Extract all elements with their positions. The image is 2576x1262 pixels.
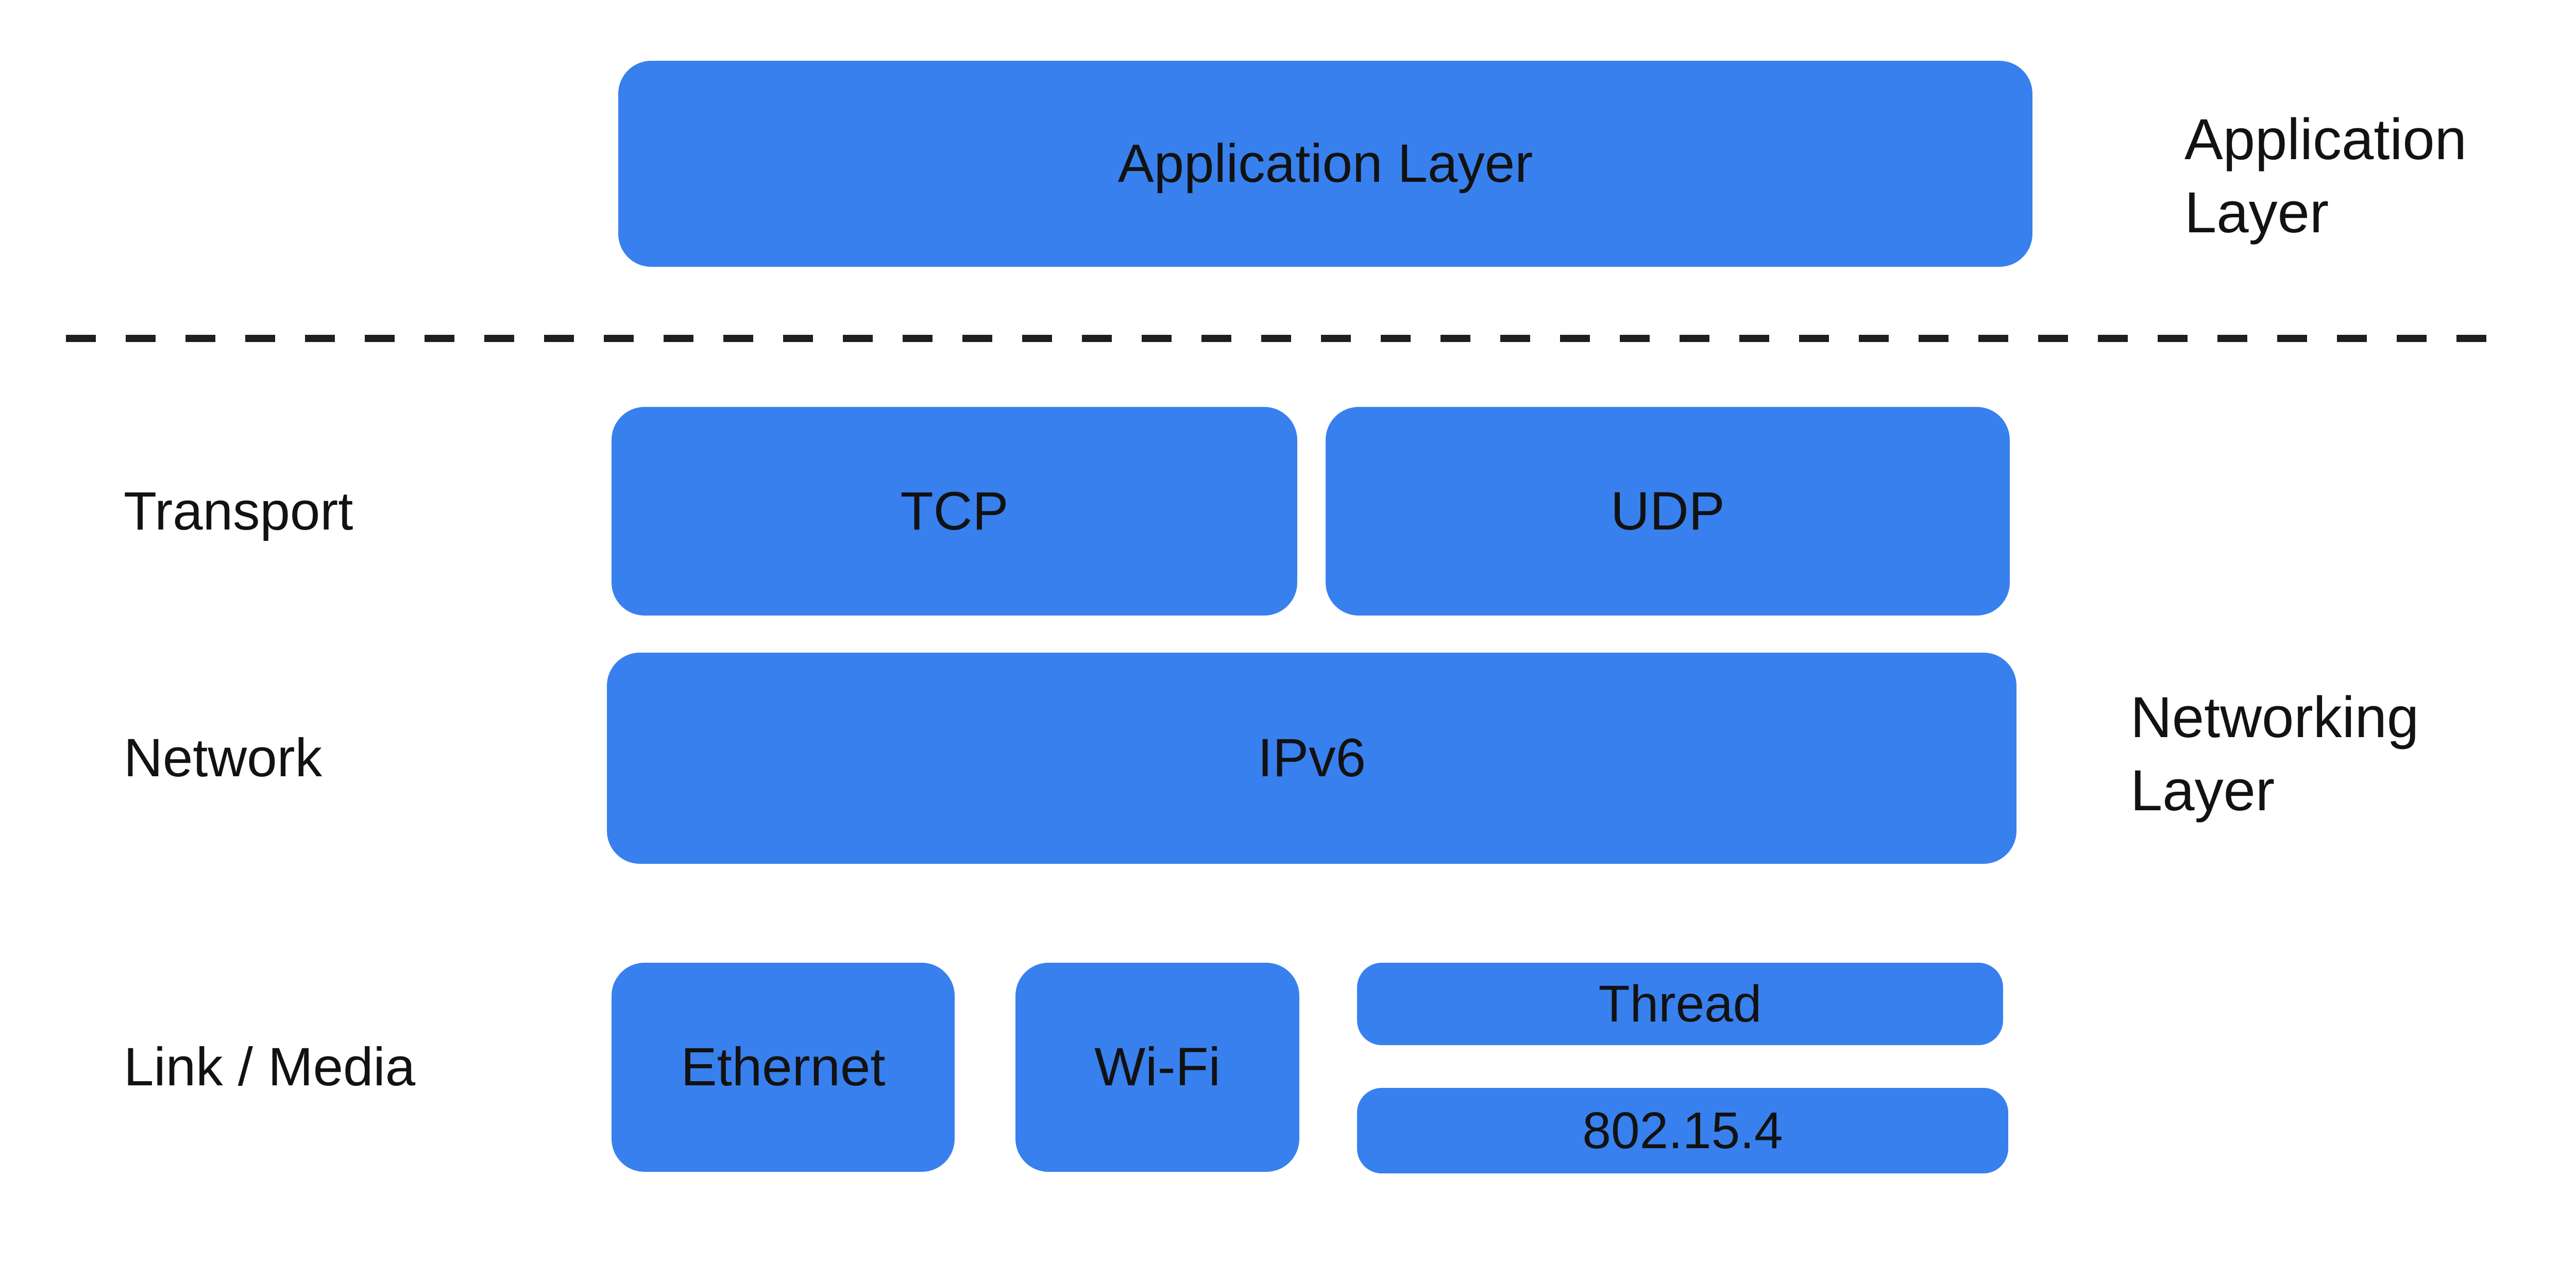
wifi-box: Wi-Fi [1015, 963, 1299, 1172]
side-label-networking-line2: Layer [2130, 758, 2275, 823]
row-label-link-media: Link / Media [124, 1037, 416, 1097]
row-label-network: Network [124, 728, 323, 788]
side-label-application-line1: Application [2184, 107, 2467, 172]
dashed-divider [66, 335, 2510, 342]
thread-box: Thread [1357, 963, 2003, 1045]
ieee-802-15-4-box: 802.15.4 [1357, 1088, 2008, 1173]
row-label-transport: Transport [124, 481, 353, 541]
side-label-application-layer: Application Layer [2184, 103, 2467, 249]
application-layer-box: Application Layer [618, 61, 2032, 267]
tcp-box: TCP [612, 407, 1297, 616]
side-label-networking-line1: Networking [2130, 685, 2419, 749]
ipv6-box: IPv6 [607, 653, 2016, 864]
side-label-application-line2: Layer [2184, 180, 2329, 245]
side-label-networking-layer: Networking Layer [2130, 681, 2419, 827]
udp-box: UDP [1326, 407, 2010, 616]
ethernet-box: Ethernet [612, 963, 955, 1172]
